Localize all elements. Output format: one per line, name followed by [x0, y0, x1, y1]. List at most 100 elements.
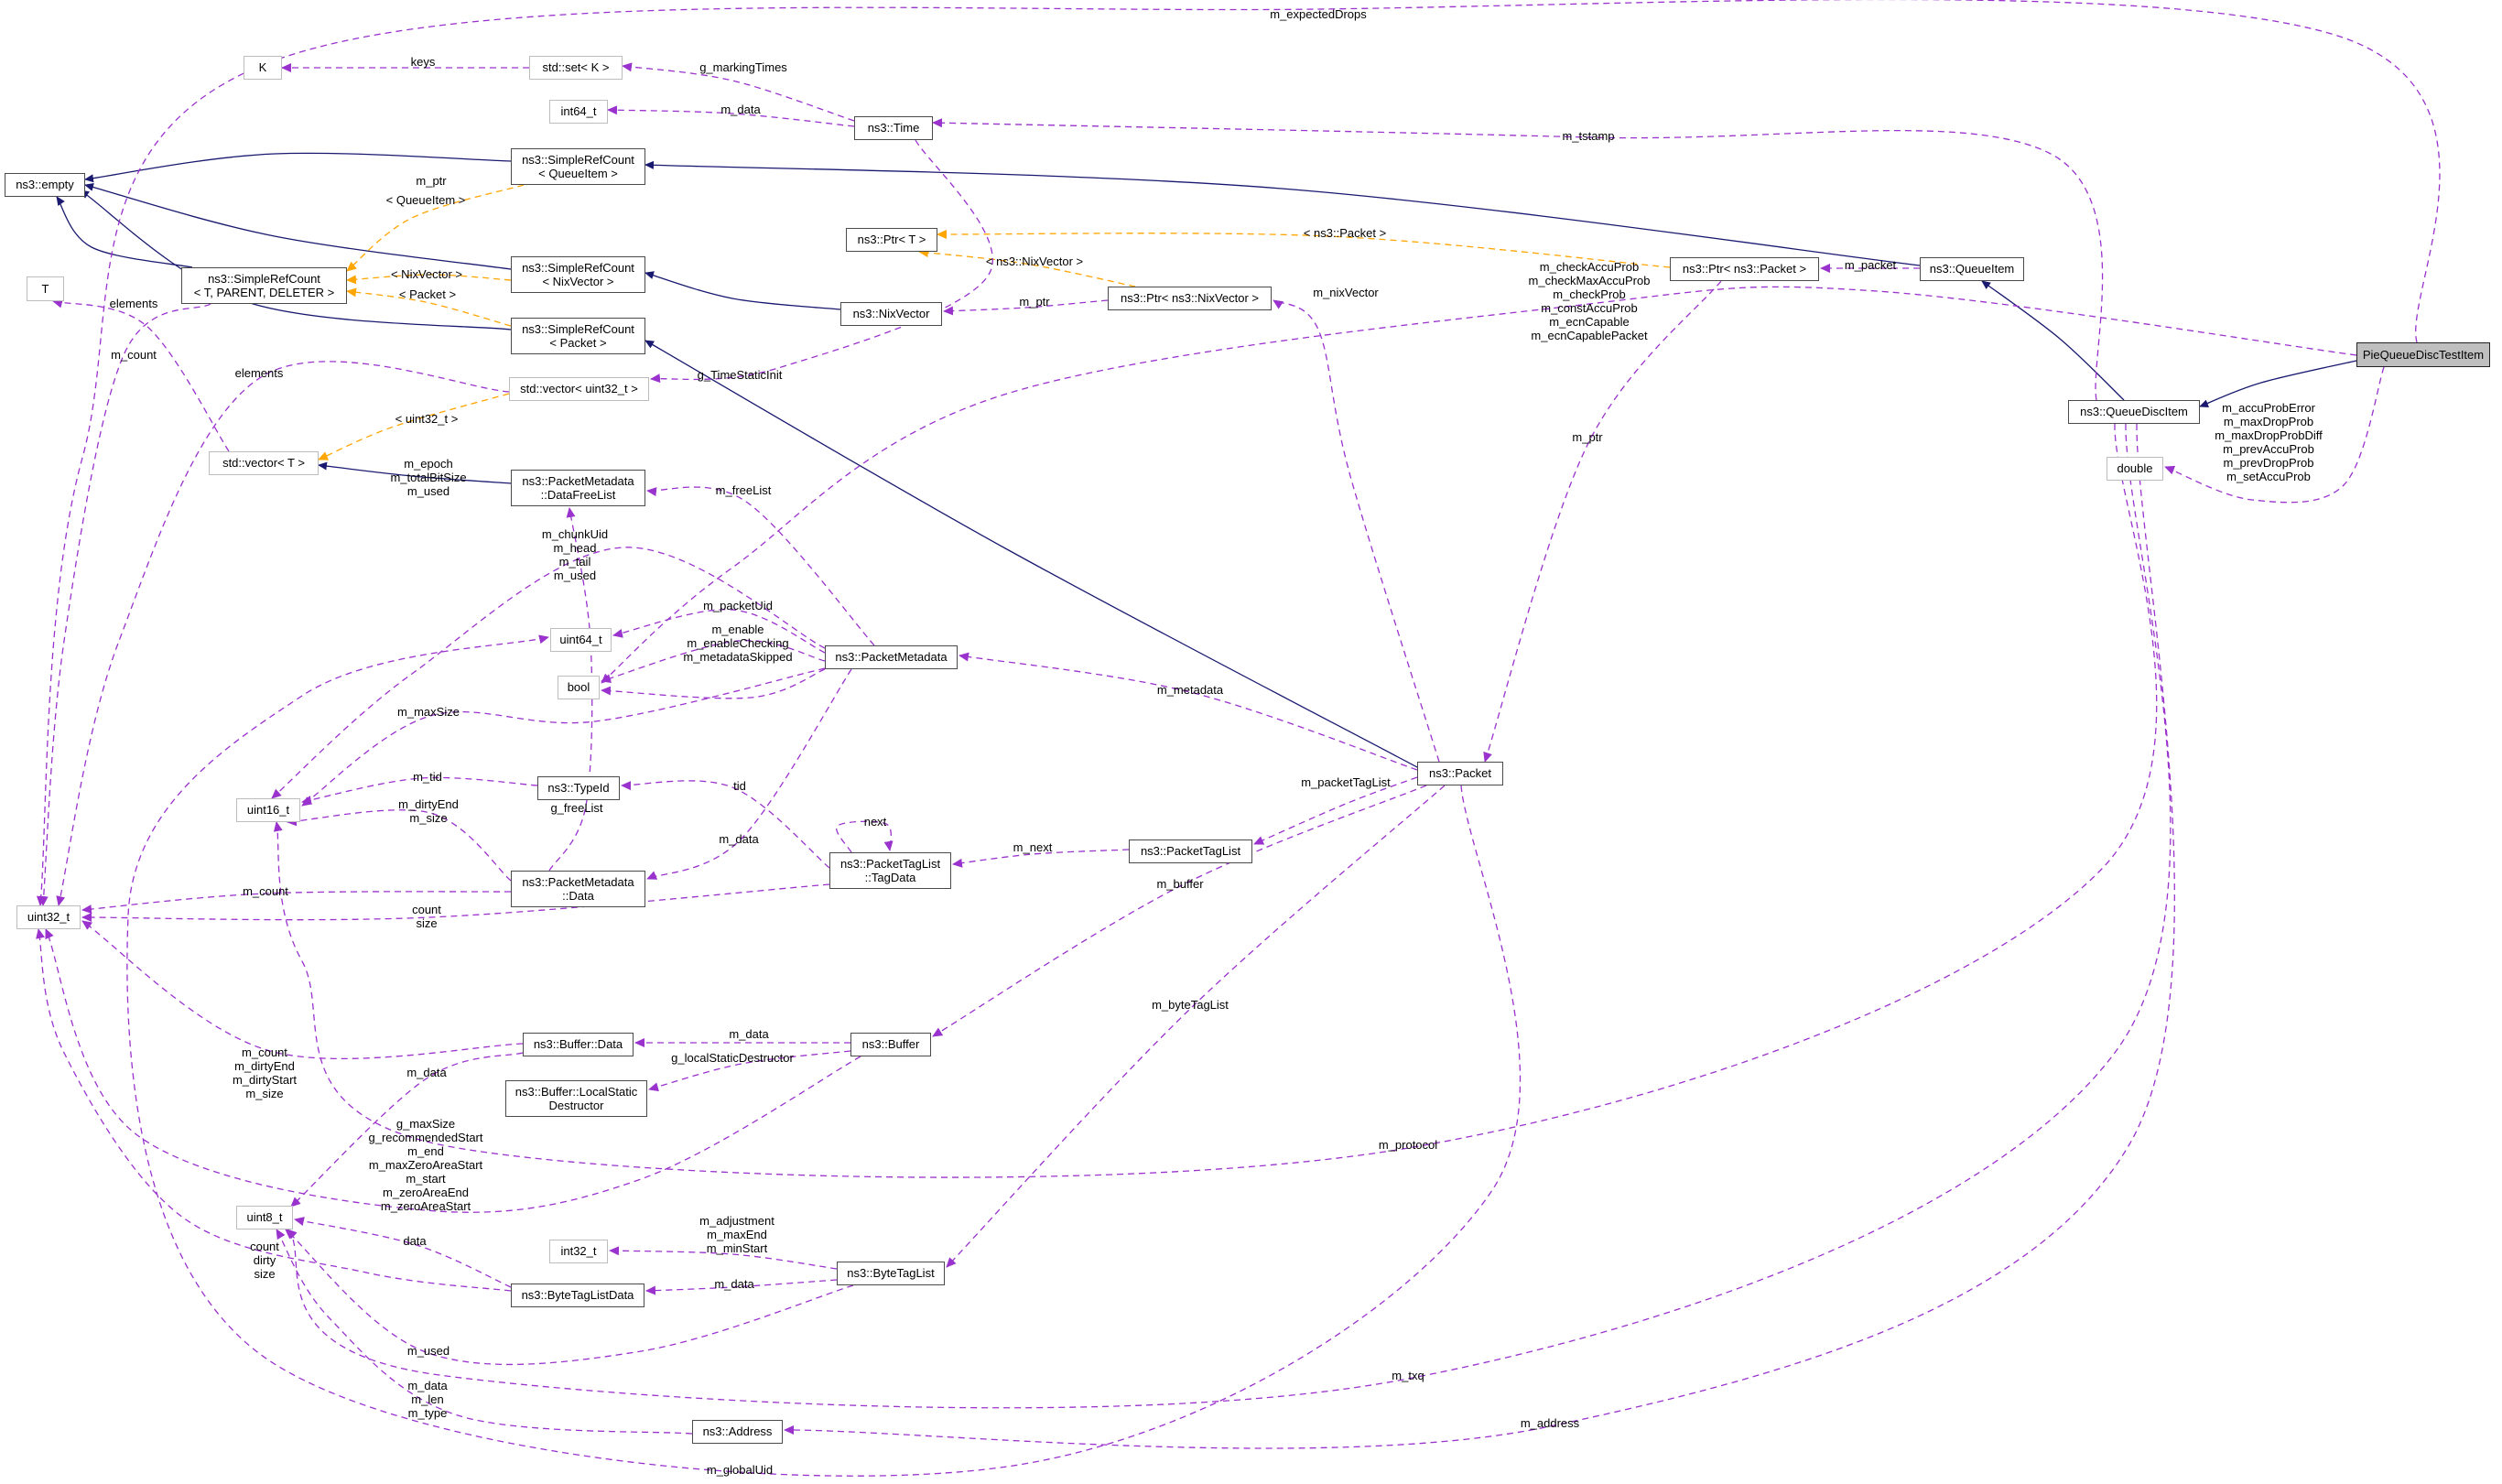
edge-navy-1 [84, 182, 512, 270]
edge-purple-26 [943, 299, 1109, 316]
edge-purple-24 [2164, 366, 2385, 504]
node-bool[interactable]: bool [558, 676, 600, 699]
node-nixvector[interactable]: ns3::NixVector [840, 302, 942, 326]
node-address-label: ns3::Address [702, 1424, 773, 1439]
edge-purple-34 [612, 609, 826, 654]
node-packet-label: ns3::Packet [1429, 766, 1491, 781]
node-uint32-t[interactable]: uint32_t [16, 905, 81, 929]
node-bytetaglist-label: ns3::ByteTagList [847, 1266, 935, 1281]
edge-purple-18 [607, 105, 855, 127]
node-src-packet[interactable]: ns3::SimpleRefCount < Packet > [511, 318, 645, 354]
edge-purple-50 [650, 139, 993, 384]
node-queueitem-label: ns3::QueueItem [1929, 262, 2015, 276]
node-pie[interactable]: PieQueueDiscTestItem [2356, 342, 2490, 367]
edge-purple-57 [294, 1217, 512, 1288]
edge-purple-40 [301, 776, 538, 805]
edge-navy-5 [644, 271, 841, 310]
edge-navy-8 [1981, 280, 2125, 401]
node-queuediscitem[interactable]: ns3::QueueDiscItem [2068, 400, 2200, 424]
edge-navy-0 [84, 152, 512, 183]
node-empty-label: ns3::empty [16, 178, 74, 192]
edge-orange-14 [918, 248, 1136, 287]
node-typeid[interactable]: ns3::TypeId [537, 776, 620, 800]
node-buffer-data[interactable]: ns3::Buffer::Data [523, 1033, 634, 1056]
edge-group [36, 0, 2441, 1477]
edge-orange-15 [318, 393, 510, 460]
node-vec-t[interactable]: std::vector< T > [209, 451, 319, 475]
node-lsd[interactable]: ns3::Buffer::LocalStatic Destructor [505, 1080, 647, 1117]
node-empty[interactable]: ns3::empty [5, 173, 85, 197]
edge-purple-46 [81, 883, 830, 923]
edge-purple-54 [290, 1052, 524, 1208]
node-set-k[interactable]: std::set< K > [529, 56, 623, 80]
node-time[interactable]: ns3::Time [854, 116, 933, 140]
edge-purple-61 [276, 1229, 693, 1435]
node-bytetaglistdata-label: ns3::ByteTagListData [521, 1288, 634, 1303]
node-bool-label: bool [567, 680, 590, 695]
node-ptr-nixvector[interactable]: ns3::Ptr< ns3::NixVector > [1108, 287, 1272, 310]
edge-purple-17 [622, 62, 855, 122]
edge-purple-36 [601, 668, 826, 699]
node-address[interactable]: ns3::Address [692, 1420, 783, 1444]
edge-purple-28 [952, 849, 1130, 868]
edge-purple-41 [287, 809, 512, 882]
node-int64-t-label: int64_t [560, 104, 597, 119]
node-src-tpd[interactable]: ns3::SimpleRefCount < T, PARENT, DELETER… [181, 267, 347, 304]
node-t[interactable]: T [27, 276, 64, 301]
node-packettaglist[interactable]: ns3::PacketTagList [1129, 839, 1252, 863]
node-uint8-t-label: uint8_t [246, 1210, 283, 1225]
edge-purple-38 [271, 547, 826, 799]
edge-purple-64 [784, 423, 2175, 1449]
node-pm-data[interactable]: ns3::PacketMetadata ::Data [511, 871, 645, 907]
node-uint64-t[interactable]: uint64_t [550, 628, 612, 652]
node-ptr-nixvector-label: ns3::Ptr< ns3::NixVector > [1120, 291, 1260, 306]
node-t-label: T [41, 281, 49, 296]
node-datafreelist[interactable]: ns3::PacketMetadata ::DataFreeList [511, 470, 645, 506]
edge-orange-10 [346, 184, 525, 272]
node-src-queueitem[interactable]: ns3::SimpleRefCount < QueueItem > [511, 148, 645, 185]
node-buffer-data-label: ns3::Buffer::Data [533, 1037, 623, 1052]
node-ptr-packet[interactable]: ns3::Ptr< ns3::Packet > [1670, 257, 1819, 281]
edge-navy-9 [318, 461, 512, 484]
edge-purple-42 [621, 780, 830, 869]
node-uint16-t-label: uint16_t [246, 803, 290, 818]
edge-purple-30 [959, 652, 1418, 771]
node-int32-t[interactable]: int32_t [549, 1240, 608, 1263]
node-src-nixvector[interactable]: ns3::SimpleRefCount < NixVector > [511, 256, 645, 293]
edge-purple-29 [836, 820, 894, 853]
node-bytetaglistdata[interactable]: ns3::ByteTagListData [511, 1284, 644, 1307]
node-k[interactable]: K [244, 56, 282, 80]
edge-navy-2 [80, 190, 512, 330]
edge-orange-12 [346, 287, 512, 327]
node-uint16-t[interactable]: uint16_t [236, 798, 300, 822]
node-double-label: double [2117, 461, 2153, 476]
node-uint32-t-label: uint32_t [27, 910, 70, 925]
node-ptr-t[interactable]: ns3::Ptr< T > [846, 228, 937, 252]
node-time-label: ns3::Time [867, 121, 920, 135]
edge-purple-53 [45, 928, 861, 1213]
node-tagdata[interactable]: ns3::PacketTagList ::TagData [829, 852, 951, 889]
node-pm-data-label: ns3::PacketMetadata ::Data [522, 874, 634, 903]
node-nixvector-label: ns3::NixVector [852, 307, 930, 321]
node-queueitem[interactable]: ns3::QueueItem [1920, 257, 2024, 281]
edge-purple-22 [1483, 280, 1722, 763]
edge-purple-43 [548, 507, 593, 872]
node-int64-t[interactable]: int64_t [549, 100, 608, 124]
node-datafreelist-label: ns3::PacketMetadata ::DataFreeList [522, 473, 634, 502]
edge-purple-49 [56, 361, 510, 906]
node-buffer[interactable]: ns3::Buffer [850, 1033, 931, 1056]
node-src-nixvector-label: ns3::SimpleRefCount < NixVector > [522, 260, 634, 288]
node-double[interactable]: double [2107, 457, 2163, 481]
node-vec-uint32[interactable]: std::vector< uint32_t > [509, 377, 649, 401]
node-packetmetadata[interactable]: ns3::PacketMetadata [825, 645, 958, 669]
node-src-tpd-label: ns3::SimpleRefCount < T, PARENT, DELETER… [193, 271, 335, 299]
edge-orange-11 [346, 274, 512, 285]
node-uint8-t[interactable]: uint8_t [236, 1206, 293, 1229]
node-bytetaglist[interactable]: ns3::ByteTagList [837, 1262, 945, 1285]
edge-purple-33 [126, 634, 1522, 1477]
node-packet[interactable]: ns3::Packet [1417, 762, 1503, 785]
node-set-k-label: std::set< K > [542, 60, 610, 75]
edge-purple-45 [81, 891, 512, 915]
